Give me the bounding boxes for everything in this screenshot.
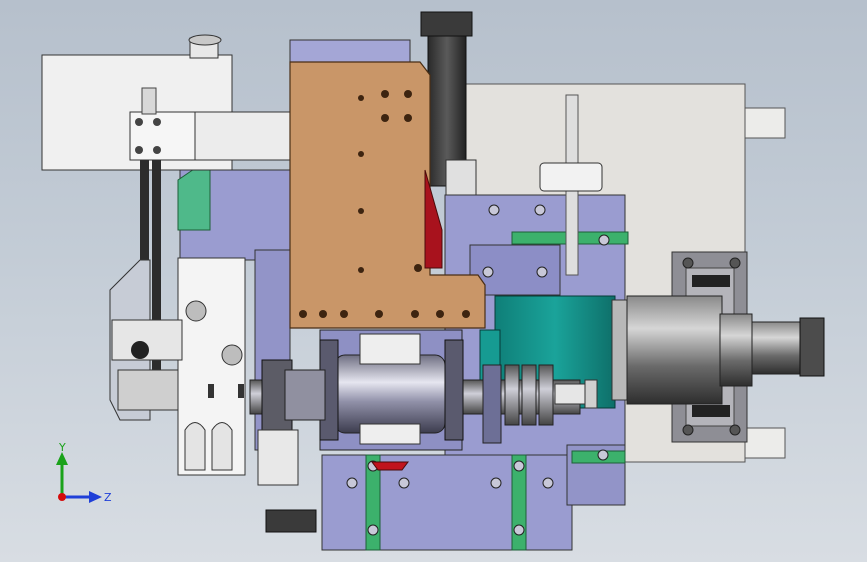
x-axis-marker xyxy=(58,493,66,501)
central-drum xyxy=(319,329,464,451)
shaft-coupling xyxy=(482,364,598,444)
coordinate-triad: Y Z xyxy=(56,441,112,504)
left-outline-bracket xyxy=(109,259,183,421)
z-axis-label: Z xyxy=(104,491,112,504)
y-axis-label: Y xyxy=(58,441,66,454)
left-spindle-end xyxy=(257,359,326,533)
servo-motor xyxy=(611,295,825,405)
lead-screw xyxy=(539,94,603,276)
red-position-marker xyxy=(371,461,409,471)
base-plate-bolts xyxy=(346,204,610,536)
white-guide-frame xyxy=(177,257,246,476)
copper-main-plate xyxy=(289,61,486,329)
